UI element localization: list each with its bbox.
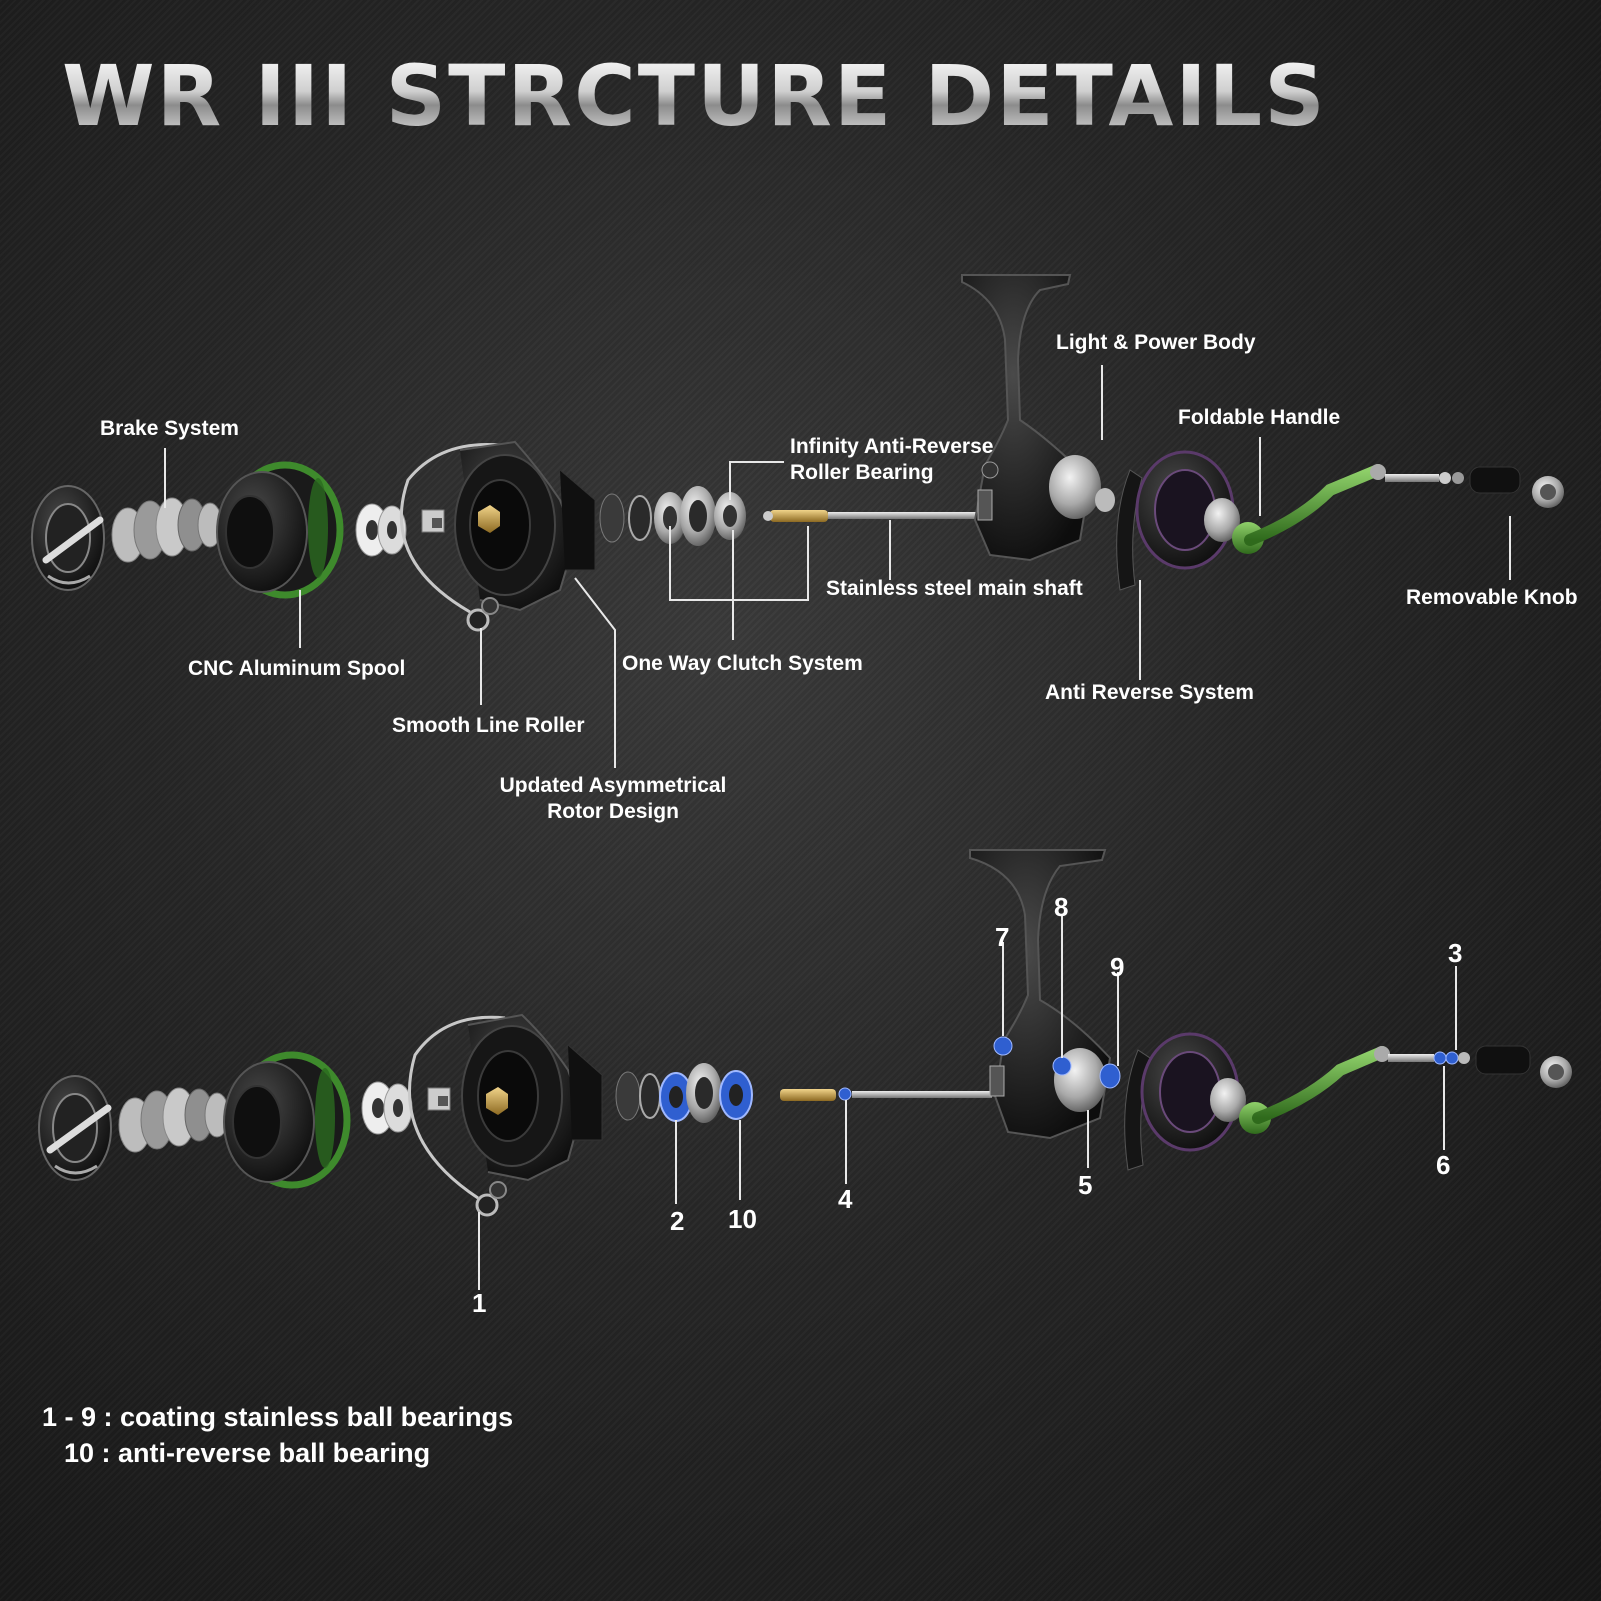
bottom-leader-lines <box>478 915 1457 1290</box>
bearing-number-4: 4 <box>838 1184 853 1214</box>
bearing-number-6: 6 <box>1436 1150 1451 1180</box>
bearing-number-10: 10 <box>728 1204 757 1234</box>
brake-washers-part-2 <box>118 1087 230 1153</box>
reel-body-part-2 <box>969 849 1121 1140</box>
label-roller-bearing-line2: Roller Bearing <box>790 461 934 484</box>
top-leader-lines <box>164 365 1511 768</box>
label-removable-knob: Removable Knob <box>1406 586 1578 609</box>
bearing-number-5: 5 <box>1078 1170 1093 1200</box>
main-shaft-part <box>763 510 988 522</box>
label-rotor-design: Updated Asymmetrical Rotor Design <box>495 773 731 825</box>
rotor-part <box>399 440 596 632</box>
bearing-number-3: 3 <box>1448 938 1463 968</box>
cnc-spool-part <box>216 461 344 599</box>
brake-washers-part <box>111 497 223 563</box>
label-foldable-handle: Foldable Handle <box>1178 406 1341 429</box>
label-brake-system: Brake System <box>100 417 239 440</box>
brake-knob-part-2 <box>38 1075 112 1181</box>
spool-washer-part <box>355 503 407 557</box>
label-roller-bearing-line1: Infinity Anti-Reverse <box>790 435 994 458</box>
bearing-number-9: 9 <box>1110 952 1125 982</box>
label-rotor-design-line2: Rotor Design <box>547 800 679 823</box>
bearing-number-7: 7 <box>995 922 1010 952</box>
label-one-way-clutch: One Way Clutch System <box>622 652 863 675</box>
label-rotor-design-line1: Updated Asymmetrical <box>499 774 727 797</box>
handle-part-2 <box>1210 1045 1572 1134</box>
note-coating-bearings: 1 - 9 : coating stainless ball bearings <box>42 1402 514 1432</box>
anti-reverse-cover-part <box>1116 450 1235 591</box>
handle-part <box>1204 464 1564 554</box>
bearing-number-2: 2 <box>670 1206 685 1236</box>
reel-body-part <box>961 274 1115 562</box>
label-anti-reverse-system: Anti Reverse System <box>1045 681 1254 704</box>
label-body: Light & Power Body <box>1056 331 1256 354</box>
main-shaft-part-2 <box>780 1087 992 1101</box>
bearing-number-1: 1 <box>472 1288 487 1318</box>
cnc-spool-part-2 <box>223 1051 351 1189</box>
clutch-parts <box>599 486 746 546</box>
bottom-reel-assembly <box>38 849 1572 1217</box>
page-title: WR III STRCTURE DETAILS <box>62 47 1327 145</box>
label-smooth-line-roller: Smooth Line Roller <box>392 714 585 737</box>
label-roller-bearing: Infinity Anti-Reverse Roller Bearing <box>790 434 993 486</box>
bearing-number-8: 8 <box>1054 892 1069 922</box>
spool-washer-part-2 <box>361 1081 413 1135</box>
clutch-parts-2 <box>615 1063 753 1123</box>
note-anti-reverse-bearing: 10 : anti-reverse ball bearing <box>64 1438 431 1468</box>
rotor-part-2 <box>407 1013 603 1217</box>
top-reel-assembly <box>31 274 1564 632</box>
brake-knob-part <box>31 485 105 591</box>
label-main-shaft: Stainless steel main shaft <box>826 577 1083 600</box>
label-cnc-aluminum-spool: CNC Aluminum Spool <box>188 657 406 680</box>
